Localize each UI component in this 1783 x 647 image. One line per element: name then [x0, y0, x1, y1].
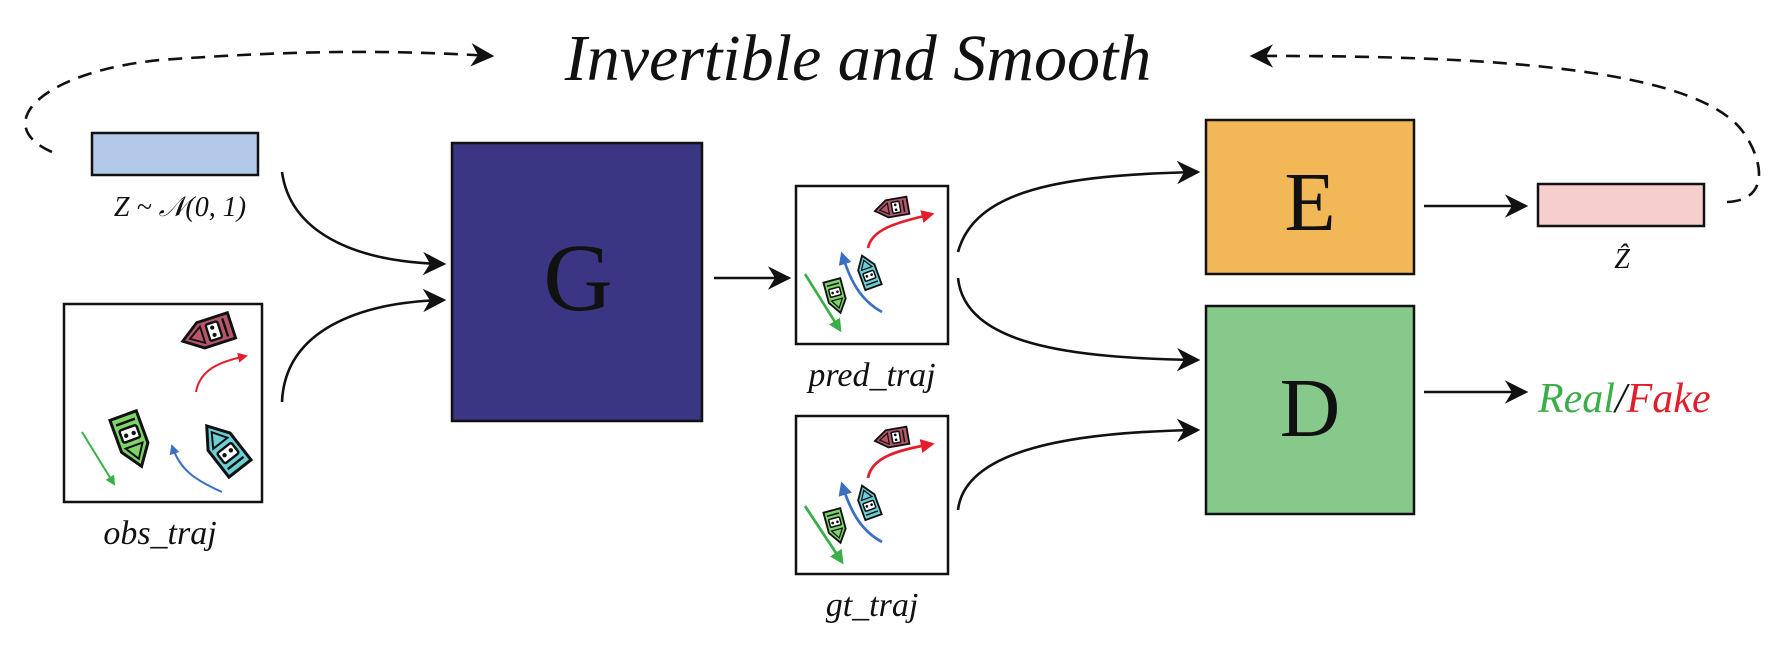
output-separator: /: [1613, 376, 1630, 422]
obs-green-path: [81, 431, 116, 486]
arrow-z-to-g: [280, 171, 447, 276]
encoder-label: E: [1284, 156, 1335, 249]
encoder-box: [1204, 118, 1416, 276]
diagram-title: Invertible and Smooth: [564, 22, 1152, 95]
real-label: Real: [1537, 376, 1615, 422]
dashed-loop-left: [24, 43, 495, 154]
latent-z-label: Z ~ 𝒩(0, 1): [114, 192, 246, 223]
latent-zhat-bar: [1536, 182, 1706, 228]
obs-blue-path: [169, 444, 223, 493]
pred-traj-label: pred_traj: [806, 357, 935, 394]
arrow-gt-to-d: [956, 418, 1201, 511]
pred-green-path: [803, 273, 842, 333]
latent-z-bar: [90, 131, 260, 177]
fake-label: Fake: [1626, 376, 1711, 422]
gt-traj-label: gt_traj: [826, 587, 919, 624]
gt-green-path: [803, 505, 844, 565]
gt-blue-path: [838, 481, 883, 544]
pred-traj-panel: [794, 184, 950, 346]
generator-label: G: [543, 224, 612, 331]
discriminator-box: [1204, 304, 1416, 516]
arrow-pred-to-e: [956, 160, 1201, 253]
gt-red-path: [866, 439, 935, 479]
output-label: Real/Fake: [1537, 376, 1711, 422]
generator-box: [450, 141, 704, 423]
obs-red-path: [195, 352, 248, 393]
obs-traj-panel: [62, 302, 264, 504]
pred-red-path: [866, 210, 935, 249]
arrow-obs-to-g: [280, 288, 447, 403]
pred-blue-path: [838, 251, 883, 314]
obs-traj-label: obs_traj: [103, 515, 216, 552]
discriminator-label: D: [1280, 362, 1341, 455]
gt-traj-panel: [794, 414, 950, 576]
latent-zhat-label: Ẑ: [1614, 244, 1630, 275]
arrow-pred-to-d: [956, 277, 1201, 372]
